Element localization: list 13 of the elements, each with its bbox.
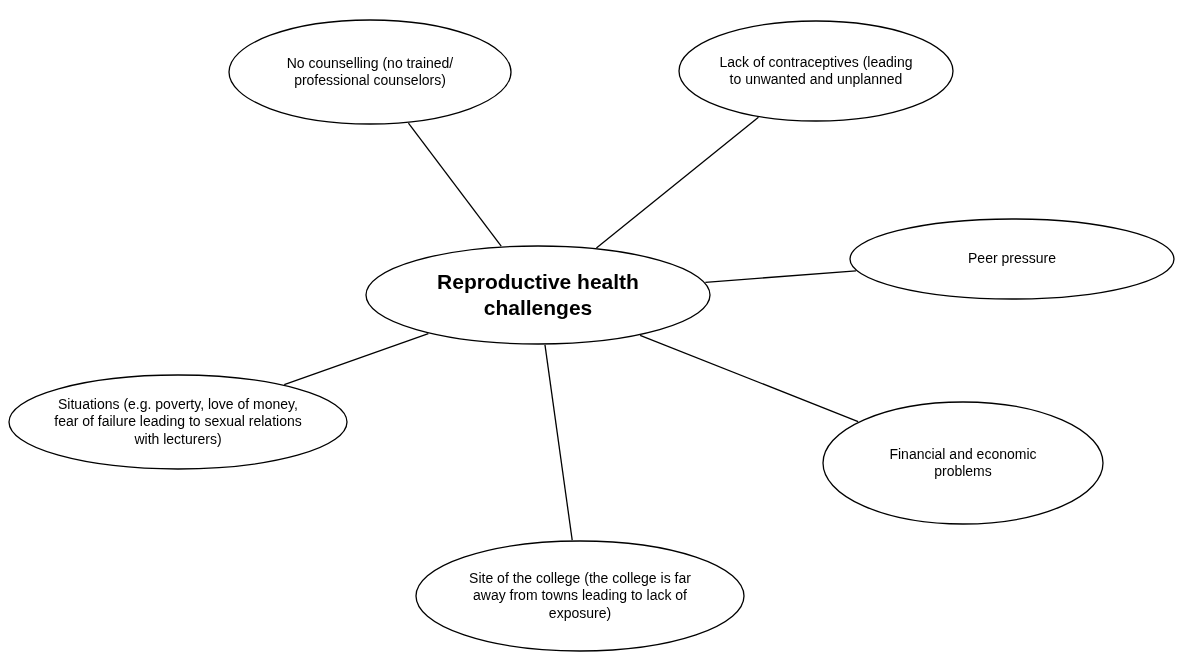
node-label: Site of the college (the college is far away from towns leading to lack of exposure) [468,569,692,622]
node-label: Reproductive health challenges [436,268,640,321]
node-label: No counselling (no trained/ professional counselors) [285,54,455,90]
connector-line [283,333,429,386]
connector-line [595,116,760,249]
connector-line [407,122,502,247]
connector-line [544,344,573,541]
connector-line [704,270,857,283]
node-label: Peer pressure [967,250,1057,268]
node-label: Lack of contraceptives (leading to unwanted and unplanned [718,53,914,89]
node-label: Financial and economic problems [888,445,1038,481]
node-label: Situations (e.g. poverty, love of money, fear of failure leading to sexual relations with lecturers) [53,395,303,448]
connector-line [639,334,859,423]
